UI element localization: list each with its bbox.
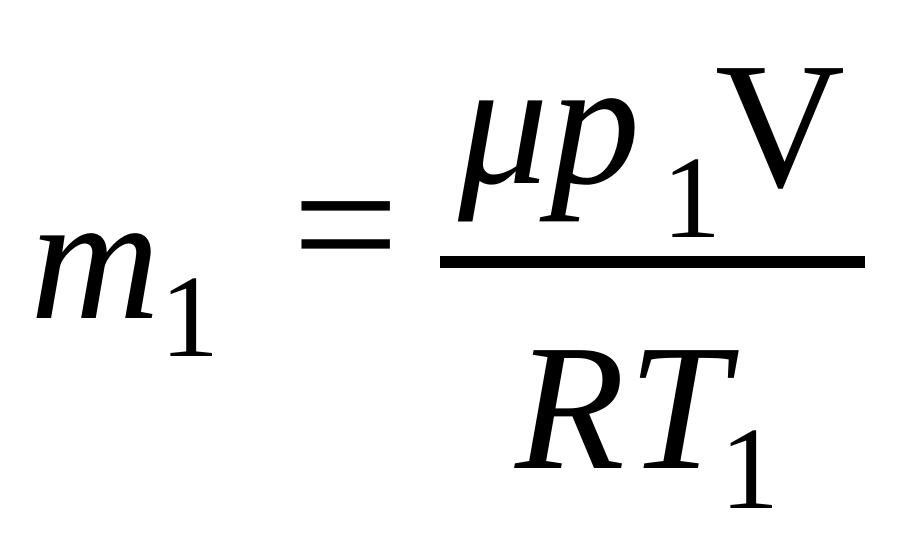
- denominator-temperature-subscript: 1: [720, 403, 779, 534]
- numerator-pressure-symbol: p: [550, 23, 640, 222]
- denominator-temperature-symbol: T: [628, 308, 729, 507]
- equals-sign: =: [292, 120, 400, 330]
- numerator-pressure-subscript: 1: [662, 132, 721, 263]
- denominator-gas-constant-symbol: R: [515, 308, 625, 507]
- fraction-bar: [440, 256, 865, 268]
- numerator-mu-symbol: μ: [458, 23, 549, 222]
- lhs-mass-symbol: m: [30, 158, 160, 357]
- lhs-mass-subscript: 1: [160, 251, 219, 382]
- numerator-volume-symbol: V: [715, 26, 845, 225]
